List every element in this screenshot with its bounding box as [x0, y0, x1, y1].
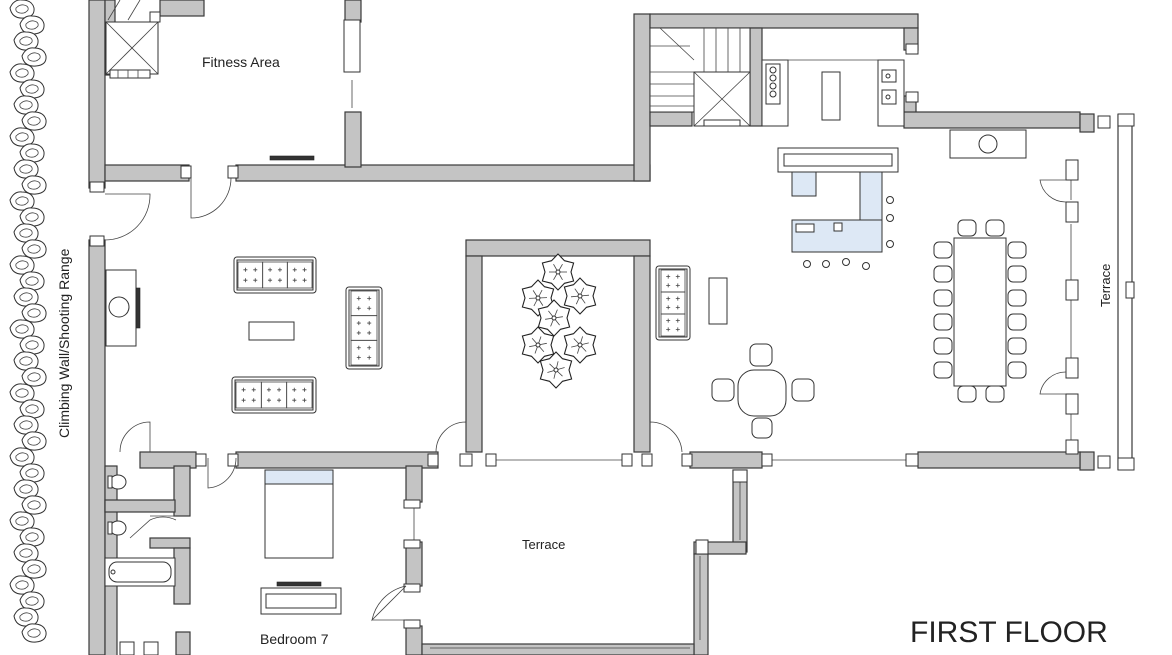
rock-hold — [13, 479, 39, 499]
rock-hold — [9, 319, 35, 339]
staircase — [105, 0, 751, 127]
sofa — [233, 256, 317, 294]
rock-hold — [21, 431, 47, 451]
tree-foliage — [537, 299, 571, 337]
room-labels: Fitness Area Climbing Wall/Shooting Rang… — [56, 54, 1113, 649]
chair — [933, 361, 953, 379]
chair — [957, 219, 977, 237]
courtyard-tree — [521, 253, 597, 389]
rock-hold — [19, 463, 45, 483]
rock-hold — [19, 527, 45, 547]
rock-hold — [13, 223, 39, 243]
rock-hold — [21, 303, 47, 323]
climbing-wall-label: Climbing Wall/Shooting Range — [56, 248, 72, 438]
sofa — [655, 265, 691, 341]
rock-hold — [19, 591, 45, 611]
chair — [933, 337, 953, 355]
rock-hold — [13, 607, 39, 627]
terrace-bottom-label: Terrace — [522, 537, 565, 552]
sofas — [231, 256, 691, 414]
rock-hold — [9, 511, 35, 531]
rock-hold — [21, 623, 47, 643]
rock-hold — [21, 47, 47, 67]
rock-hold — [19, 207, 45, 227]
chair — [933, 313, 953, 331]
rock-hold — [9, 383, 35, 403]
bedroom-furniture — [260, 469, 342, 615]
chair — [1007, 241, 1027, 259]
rock-hold — [13, 31, 39, 51]
sofa — [231, 376, 317, 414]
rock-hold — [21, 367, 47, 387]
rock-hold — [13, 159, 39, 179]
rock-hold — [19, 271, 45, 291]
bathroom-fixtures — [104, 474, 176, 655]
rock-hold — [9, 0, 35, 19]
kitchen — [761, 59, 1027, 270]
rock-hold — [9, 447, 35, 467]
sofa — [345, 286, 383, 370]
tree-foliage — [521, 326, 555, 364]
terrace-right-label: Terrace — [1098, 264, 1113, 307]
rock-hold — [19, 399, 45, 419]
tree-foliage — [563, 277, 597, 315]
rock-hold — [9, 575, 35, 595]
chair — [1007, 337, 1027, 355]
tree-foliage — [563, 326, 597, 364]
rock-hold — [9, 127, 35, 147]
chair — [1007, 265, 1027, 283]
terrace-railing — [351, 80, 1135, 649]
rock-hold — [21, 111, 47, 131]
rock-hold — [21, 559, 47, 579]
chair — [1007, 313, 1027, 331]
chair — [933, 289, 953, 307]
round-table-set — [711, 343, 815, 439]
rock-hold — [21, 239, 47, 259]
rock-hold — [13, 415, 39, 435]
floor-title: FIRST FLOOR — [910, 616, 1108, 649]
rock-hold — [9, 63, 35, 83]
chair — [957, 385, 977, 403]
rock-hold — [21, 495, 47, 515]
bedroom-7-label: Bedroom 7 — [260, 631, 329, 647]
chair — [1007, 361, 1027, 379]
tree-foliage — [539, 351, 573, 389]
chair — [933, 265, 953, 283]
rock-hold — [9, 191, 35, 211]
rock-hold — [9, 255, 35, 275]
door-swings — [104, 177, 1067, 622]
rock-hold — [13, 287, 39, 307]
fitness-area-label: Fitness Area — [202, 54, 280, 70]
chair — [985, 385, 1005, 403]
dining-table-set — [933, 219, 1027, 403]
climbing-wall-rocks — [9, 0, 47, 643]
rock-hold — [19, 79, 45, 99]
rock-hold — [21, 175, 47, 195]
rock-hold — [19, 15, 45, 35]
rock-hold — [13, 351, 39, 371]
chair — [933, 241, 953, 259]
chair — [1007, 289, 1027, 307]
rock-hold — [19, 335, 45, 355]
rock-hold — [19, 143, 45, 163]
rock-hold — [13, 543, 39, 563]
living-furniture — [105, 155, 728, 587]
chair — [985, 219, 1005, 237]
rock-hold — [13, 95, 39, 115]
tree-foliage — [541, 253, 575, 291]
